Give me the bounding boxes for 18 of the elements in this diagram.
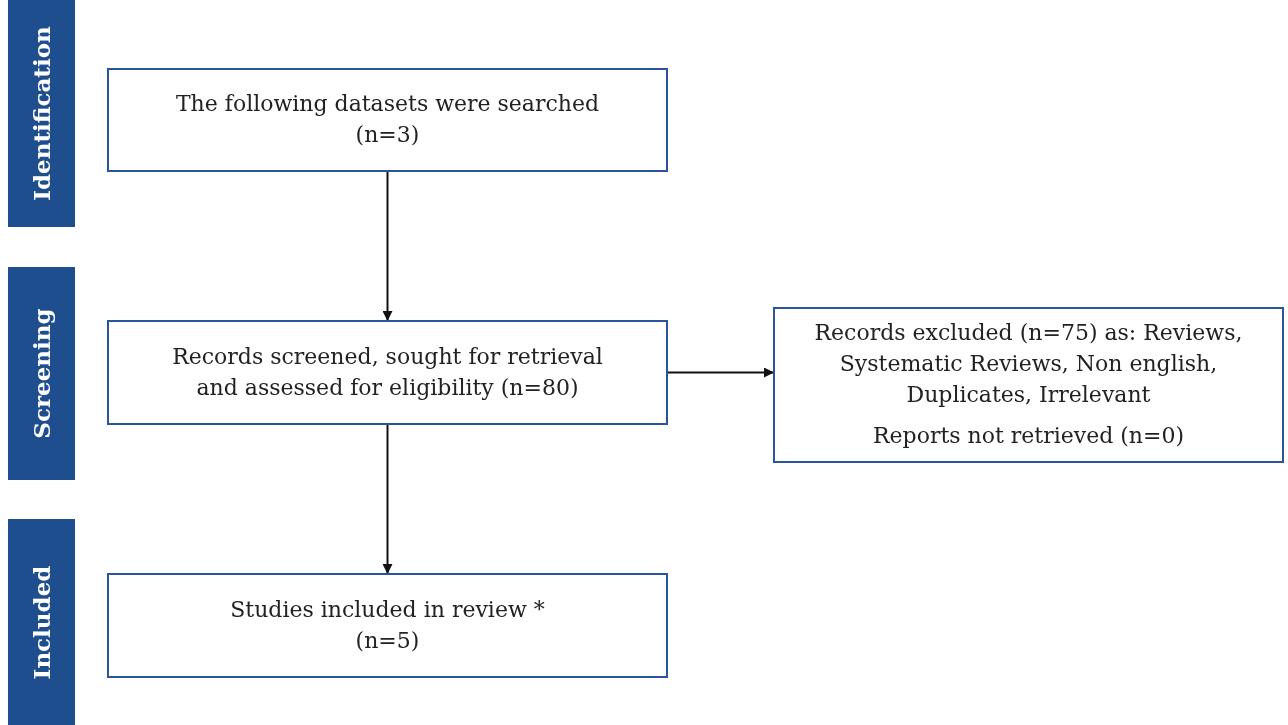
process-box xyxy=(773,307,1284,463)
arrow xyxy=(382,424,393,574)
stage-label: Screening xyxy=(28,308,55,439)
box-text: Records screened, sought for retrieval and assessed for eligibility (n=80) xyxy=(171,342,604,402)
stage-label: Included xyxy=(28,565,55,679)
box-text: Reports not retrieved (n=0) xyxy=(871,421,1185,450)
stage-band xyxy=(8,267,75,480)
stage-band xyxy=(8,0,75,227)
box-text: Studies included in review * (n=5) xyxy=(229,595,546,655)
stage-band xyxy=(8,519,75,725)
process-box xyxy=(107,320,668,425)
process-box xyxy=(107,573,668,678)
process-box xyxy=(107,68,668,172)
stage-label: Identification xyxy=(28,26,55,201)
arrow xyxy=(667,367,774,378)
box-text: The following datasets were searched (n=3) xyxy=(174,90,601,149)
box-text: Records excluded (n=75) as: Reviews, Systematic Reviews, Non english, Duplicates, Irrelevant xyxy=(813,319,1244,409)
arrow xyxy=(382,171,393,321)
